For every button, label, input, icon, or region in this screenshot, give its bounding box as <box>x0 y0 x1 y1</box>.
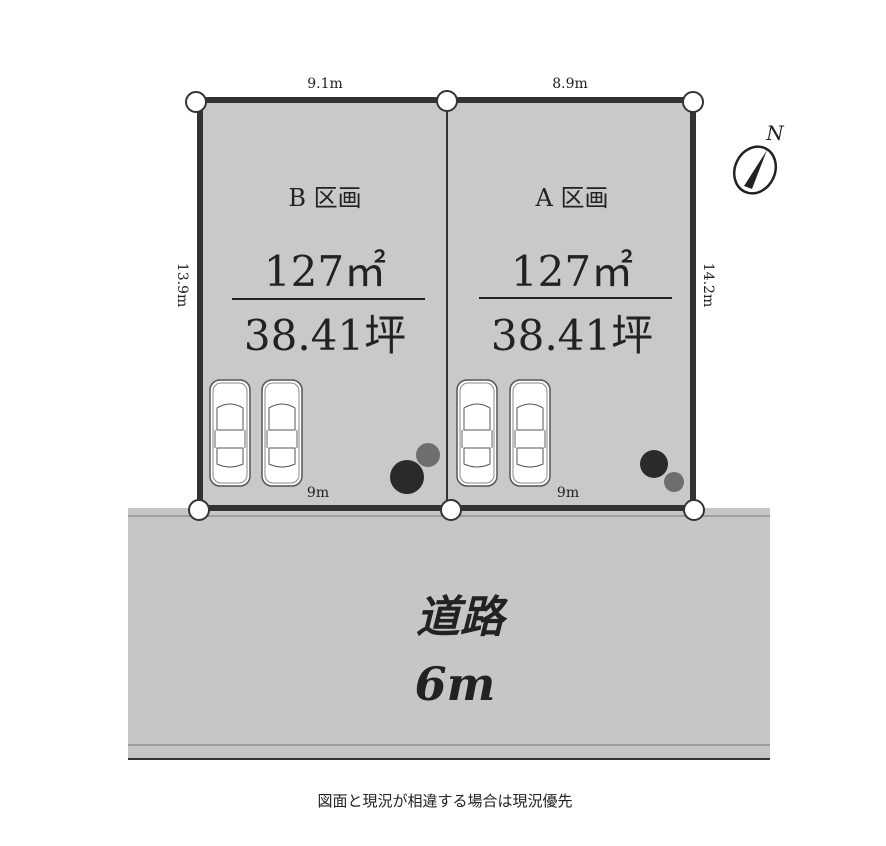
boundary-marker <box>683 499 705 521</box>
road-label: 道路 <box>416 592 509 643</box>
parking-car-icon <box>261 379 303 487</box>
compass-north-label: N <box>765 121 785 145</box>
parking-car-icon <box>456 379 498 487</box>
boundary-markers <box>185 90 705 521</box>
tree-icon <box>416 443 440 467</box>
parking-car-icon <box>509 379 551 487</box>
tree-icon <box>640 450 668 478</box>
lot-area-sqm: 127㎡ <box>264 247 386 296</box>
tree-icon <box>664 472 684 492</box>
north-compass-icon: N <box>732 121 785 195</box>
boundary-marker <box>185 91 207 113</box>
lot-area-tsubo: 38.41坪 <box>244 311 406 360</box>
lot-side-depth: 14.2m <box>700 263 716 307</box>
disclaimer-caption: 図面と現況が相違する場合は現況優先 <box>317 792 572 810</box>
tree-icon <box>390 460 424 494</box>
boundary-marker <box>440 499 462 521</box>
parking-car-icon <box>209 379 251 487</box>
boundary-marker <box>682 91 704 113</box>
boundary-marker <box>436 90 458 112</box>
lot-b: B 区画 127㎡ 38.41坪 9m 9.1m 13.9m <box>174 76 447 508</box>
lot-frontage: 9m <box>307 485 329 501</box>
lot-top-width: 8.9m <box>552 76 588 92</box>
lot-name: A 区画 <box>535 184 609 212</box>
lot-area-tsubo: 38.41坪 <box>491 311 653 360</box>
lot-top-width: 9.1m <box>307 76 343 92</box>
lot-side-depth: 13.9m <box>174 263 190 307</box>
road-area <box>128 508 770 760</box>
lot-area-sqm: 127㎡ <box>511 247 633 296</box>
boundary-marker <box>188 499 210 521</box>
road-width: 6m <box>415 657 496 711</box>
road: 道路 6m <box>128 508 770 760</box>
lot-a: A 区画 127㎡ 38.41坪 9m 8.9m 14.2m <box>447 76 716 508</box>
lot-name: B 区画 <box>288 184 361 212</box>
lot-frontage: 9m <box>557 485 579 501</box>
